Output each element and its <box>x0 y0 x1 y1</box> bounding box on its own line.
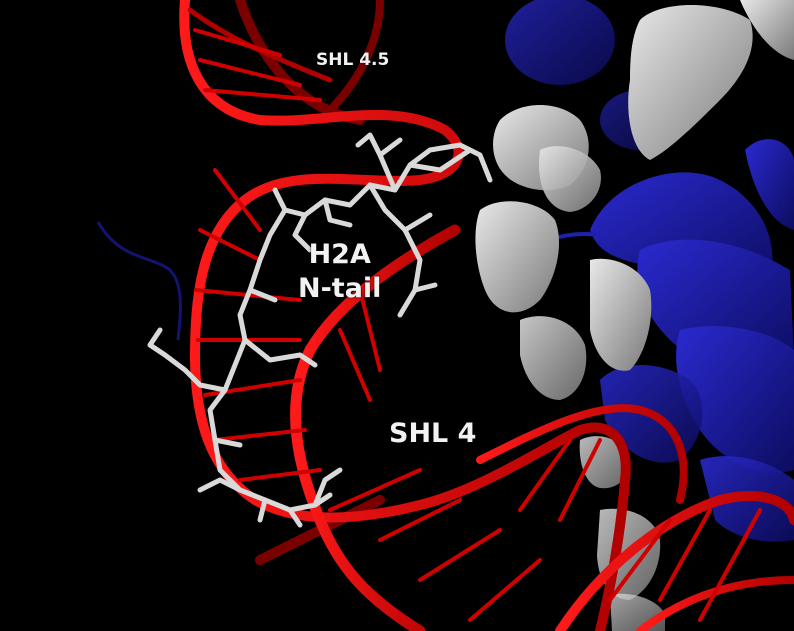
dna-base-pairs <box>193 28 762 622</box>
shl-4-label: SHL 4 <box>389 418 477 449</box>
blue-loop <box>96 221 182 341</box>
h2a-n-tail-label: H2A N-tail <box>298 238 381 306</box>
dna-backbone <box>179 0 794 631</box>
histone-white-helices <box>475 0 794 631</box>
shl-4-5-label: SHL 4.5 <box>316 50 390 70</box>
h2a-label-line2: N-tail <box>298 273 382 304</box>
h2a-label-line1: H2A <box>308 239 371 270</box>
h2a-tail-sticks <box>147 132 493 528</box>
